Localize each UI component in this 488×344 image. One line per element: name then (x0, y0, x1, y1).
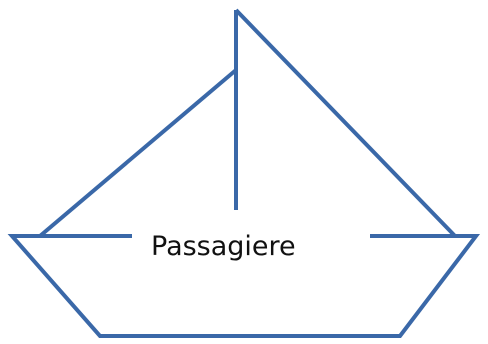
hull-label: Passagiere (151, 231, 296, 262)
hull-label-background (132, 212, 370, 272)
jib-sail (38, 68, 238, 238)
main-sail (234, 8, 457, 238)
